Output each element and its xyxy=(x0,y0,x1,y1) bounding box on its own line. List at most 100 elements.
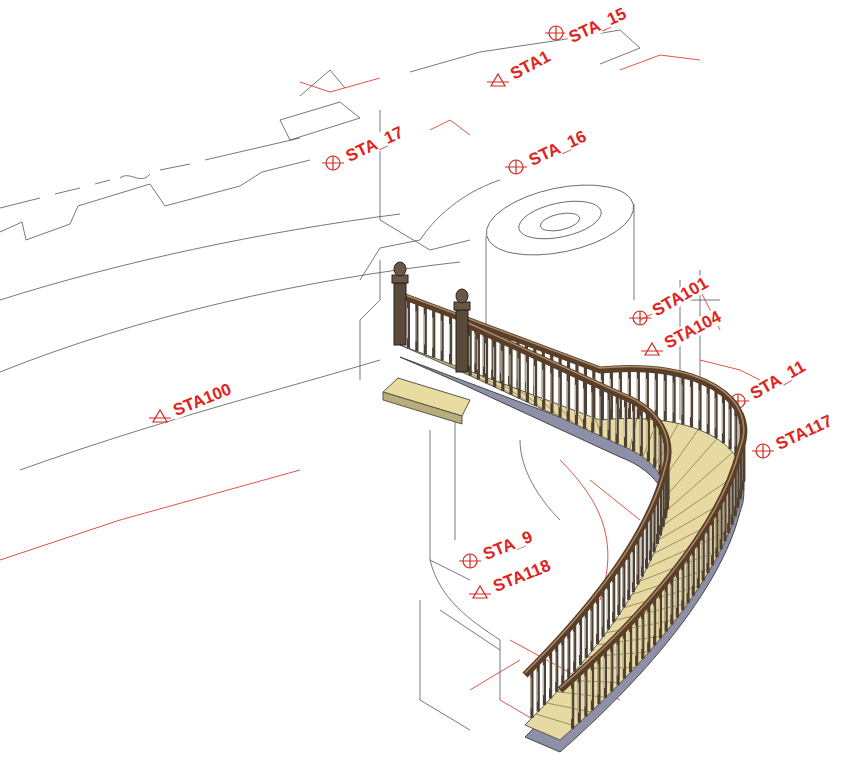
baluster-highlight xyxy=(567,639,568,669)
baluster-highlight xyxy=(673,383,674,413)
baluster xyxy=(583,381,586,429)
baluster xyxy=(509,347,512,395)
tread-line xyxy=(537,396,560,417)
baluster xyxy=(622,559,625,607)
baluster xyxy=(530,670,533,718)
baluster-highlight xyxy=(591,392,592,422)
baluster xyxy=(659,591,662,639)
baluster-highlight xyxy=(543,665,544,695)
baluster xyxy=(493,339,496,387)
baluster-highlight xyxy=(715,517,716,547)
handrail-top xyxy=(400,293,744,688)
baluster xyxy=(543,657,546,705)
baluster xyxy=(628,370,631,418)
baluster-highlight xyxy=(493,347,494,377)
baluster-highlight xyxy=(567,381,568,411)
baluster-highlight xyxy=(706,533,707,563)
newel-post xyxy=(392,262,408,345)
baluster xyxy=(526,354,529,402)
baluster-highlight xyxy=(692,556,693,586)
baluster xyxy=(575,377,578,425)
baluster-highlight xyxy=(702,541,703,571)
baluster xyxy=(607,392,610,440)
baluster-highlight xyxy=(653,428,654,458)
baluster-highlight xyxy=(561,645,562,675)
baluster xyxy=(640,408,643,456)
baluster-highlight xyxy=(571,689,572,719)
landing-edge xyxy=(383,392,462,424)
baluster xyxy=(537,664,540,712)
baluster xyxy=(542,362,545,410)
baluster-highlight xyxy=(640,416,641,446)
baluster-highlight xyxy=(681,385,682,415)
baluster-highlight xyxy=(734,416,735,446)
baluster-highlight xyxy=(579,625,580,655)
baluster-highlight xyxy=(518,358,519,388)
baluster xyxy=(722,395,725,443)
station-label: STA117 xyxy=(771,411,836,454)
baluster xyxy=(573,624,576,672)
baluster-highlight xyxy=(526,362,527,392)
baluster-highlight xyxy=(629,632,630,662)
baluster-highlight xyxy=(649,520,650,550)
baluster xyxy=(607,582,610,630)
baluster-highlight xyxy=(636,544,637,574)
tread-line xyxy=(517,389,545,411)
baluster-highlight xyxy=(573,632,574,662)
baluster-highlight xyxy=(641,537,642,567)
baluster xyxy=(690,379,693,427)
baluster-highlight xyxy=(530,678,531,708)
baluster xyxy=(616,396,619,444)
baluster xyxy=(449,316,452,364)
tread-line xyxy=(546,703,590,712)
baluster xyxy=(567,631,570,679)
baluster-highlight xyxy=(604,658,605,688)
baluster-highlight xyxy=(645,529,646,559)
baluster xyxy=(698,382,701,430)
baluster-highlight xyxy=(607,590,608,620)
baluster-highlight xyxy=(602,597,603,627)
baluster xyxy=(655,372,658,420)
baluster-highlight xyxy=(534,366,535,396)
baluster-highlight xyxy=(659,599,660,629)
station-label: STA_17 xyxy=(341,123,407,166)
baluster xyxy=(697,540,700,588)
baluster xyxy=(561,637,564,685)
station-label: STA_15 xyxy=(564,4,630,47)
baluster-highlight xyxy=(555,652,556,682)
baluster xyxy=(707,386,710,434)
baluster-highlight xyxy=(542,370,543,400)
baluster-highlight xyxy=(676,578,677,608)
baluster-highlight xyxy=(525,352,526,382)
baluster xyxy=(555,644,558,692)
baluster xyxy=(681,562,684,610)
baluster-highlight xyxy=(491,340,492,370)
baluster xyxy=(610,644,613,692)
baluster-highlight xyxy=(585,618,586,648)
baluster xyxy=(686,555,689,603)
baluster xyxy=(441,313,444,361)
baluster-highlight xyxy=(734,476,735,506)
baluster-highlight xyxy=(469,336,470,366)
baluster-highlight xyxy=(722,403,723,433)
baluster xyxy=(647,413,650,461)
baluster-highlight xyxy=(500,343,501,373)
baluster-highlight xyxy=(729,409,730,439)
newel-post xyxy=(454,289,470,372)
baluster xyxy=(469,328,472,376)
baluster xyxy=(617,567,620,615)
baluster-highlight xyxy=(697,548,698,578)
baluster-highlight xyxy=(612,582,613,612)
baluster-highlight xyxy=(698,390,699,420)
baluster xyxy=(579,617,582,665)
baluster xyxy=(681,377,684,425)
baluster-highlight xyxy=(537,672,538,702)
baluster xyxy=(632,544,635,592)
baluster xyxy=(635,618,638,666)
baluster-highlight xyxy=(449,324,450,354)
baluster xyxy=(550,366,553,414)
handrail xyxy=(400,295,744,690)
baluster xyxy=(596,596,599,644)
baluster xyxy=(617,637,620,685)
